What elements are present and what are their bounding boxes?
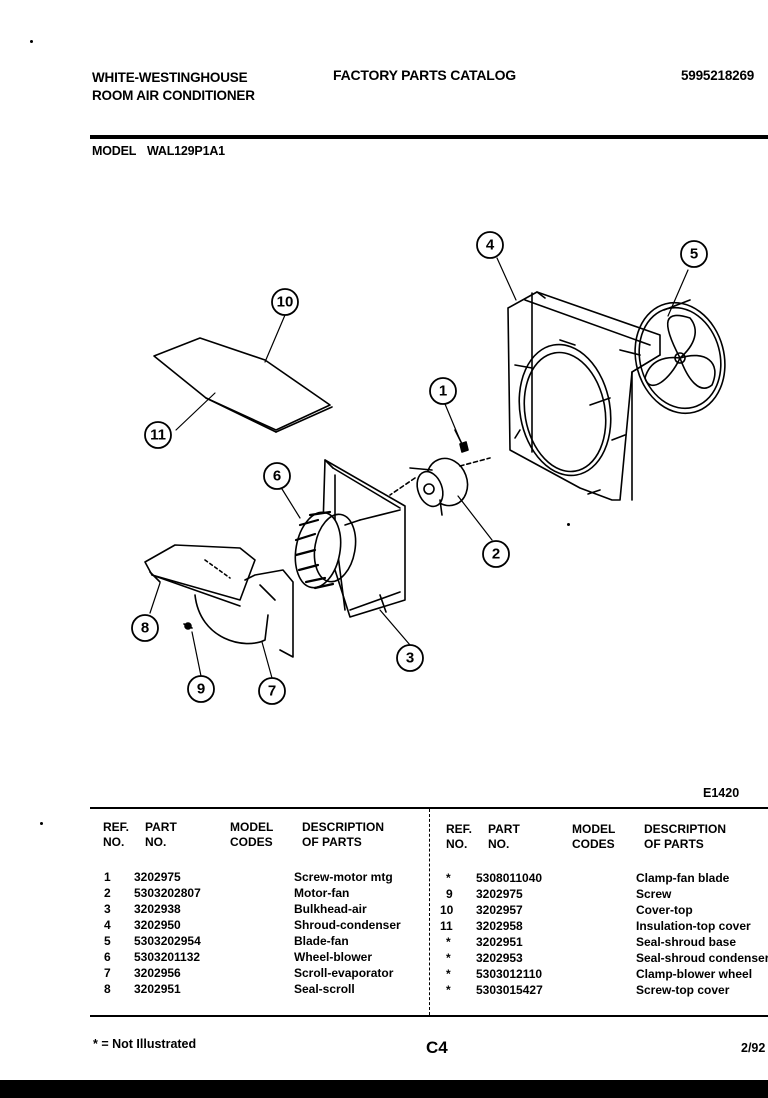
callout-11: 11	[150, 427, 166, 444]
right-desc: Clamp-fan blade	[636, 871, 730, 885]
part-scroll-evaporator	[144, 544, 294, 658]
left-desc: Blade-fan	[294, 934, 349, 948]
left-desc: Scroll-evaporator	[294, 966, 394, 980]
left-part: 5303201132	[134, 950, 201, 964]
left-desc: Wheel-blower	[294, 950, 373, 964]
left-desc: Seal-scroll	[294, 982, 355, 996]
right-ref: 9	[446, 887, 453, 901]
scan-speck	[40, 822, 43, 825]
left-ref: 5	[104, 934, 111, 948]
left-desc: Motor-fan	[294, 886, 350, 900]
header-desc-right: DESCRIPTION OF PARTS	[644, 822, 727, 851]
right-ref: *	[446, 935, 451, 949]
right-desc: Screw-top cover	[636, 983, 730, 997]
table-top-rule	[90, 807, 768, 809]
callout-5: 5	[690, 246, 698, 263]
part-wheel-blower	[294, 510, 357, 590]
page-code: C4	[426, 1038, 448, 1057]
brand-line-2: ROOM AIR CONDITIONER	[92, 88, 255, 103]
left-part: 3202956	[134, 966, 181, 980]
catalog-number: 5995218269	[681, 68, 755, 83]
callout-10: 10	[277, 294, 294, 311]
figure-id: E1420	[703, 786, 740, 800]
left-ref: 6	[104, 950, 111, 964]
callout-4: 4	[486, 237, 495, 254]
part-screw	[183, 622, 193, 630]
callout-8: 8	[141, 620, 149, 637]
callout-1: 1	[439, 383, 447, 400]
right-desc: Seal-shroud base	[636, 935, 737, 949]
left-ref: 2	[104, 886, 111, 900]
header-ref-left: REF. NO.	[103, 820, 130, 849]
callout-9: 9	[197, 681, 205, 698]
right-desc: Cover-top	[636, 903, 693, 917]
right-part: 3202975	[476, 887, 523, 901]
model-label: MODEL	[92, 144, 137, 158]
right-part: 3202951	[476, 935, 523, 949]
header-rule	[90, 135, 768, 139]
header-part-left: PART NO.	[145, 820, 177, 849]
header-desc-left: DESCRIPTION OF PARTS	[302, 820, 385, 849]
not-illustrated-note: * = Not Illustrated	[93, 1037, 197, 1051]
right-desc: Seal-shroud condenser	[636, 951, 768, 965]
right-part: 5308011040	[476, 871, 543, 885]
exploded-parts-diagram: 10 11 1 2 3 4 5 6 7 8 9	[131, 231, 726, 705]
right-ref: *	[446, 983, 451, 997]
left-ref: 7	[104, 966, 111, 980]
part-fan-blade	[634, 299, 726, 415]
part-motor-fan	[389, 457, 491, 516]
model-value: WAL129P1A1	[147, 144, 225, 158]
header-model-right: MODEL CODES	[572, 822, 616, 851]
right-part: 5303012110	[476, 967, 543, 981]
left-ref: 1	[104, 870, 111, 884]
header-ref-right: REF. NO.	[446, 822, 473, 851]
right-desc: Screw	[636, 887, 672, 901]
right-part: 3202957	[476, 903, 523, 917]
left-ref: 3	[104, 902, 111, 916]
right-desc: Clamp-blower wheel	[636, 967, 753, 981]
table-bottom-rule	[90, 1015, 768, 1017]
right-desc: Insulation-top cover	[636, 919, 751, 933]
right-ref: *	[446, 967, 451, 981]
left-part: 5303202954	[134, 934, 201, 948]
part-shroud-condenser	[507, 291, 661, 501]
left-part: 3202975	[134, 870, 181, 884]
left-ref: 4	[104, 918, 111, 932]
right-part: 3202958	[476, 919, 523, 933]
left-part: 3202950	[134, 918, 181, 932]
callout-3: 3	[406, 650, 414, 667]
right-ref: 10	[440, 903, 454, 917]
left-part: 3202938	[134, 902, 181, 916]
right-ref: *	[446, 871, 451, 885]
header-model-left: MODEL CODES	[230, 820, 274, 849]
left-desc: Shroud-condenser	[294, 918, 401, 932]
print-date: 2/92	[741, 1041, 766, 1055]
left-part: 3202951	[134, 982, 181, 996]
right-ref: 11	[440, 919, 453, 933]
left-desc: Screw-motor mtg	[294, 870, 393, 884]
callout-2: 2	[492, 546, 500, 563]
right-ref: *	[446, 951, 451, 965]
left-ref: 8	[104, 982, 111, 996]
left-part: 5303202807	[134, 886, 201, 900]
left-desc: Bulkhead-air	[294, 902, 367, 916]
callout-6: 6	[273, 468, 281, 485]
table-divider	[429, 809, 431, 1015]
scan-speck	[30, 40, 33, 43]
catalog-title: FACTORY PARTS CATALOG	[333, 67, 516, 83]
part-cover-top	[153, 337, 333, 433]
callout-7: 7	[268, 683, 276, 700]
header-part-right: PART NO.	[488, 822, 520, 851]
scan-speck	[567, 523, 570, 526]
right-part: 5303015427	[476, 983, 543, 997]
brand-line-1: WHITE-WESTINGHOUSE	[92, 70, 248, 85]
right-part: 3202953	[476, 951, 523, 965]
